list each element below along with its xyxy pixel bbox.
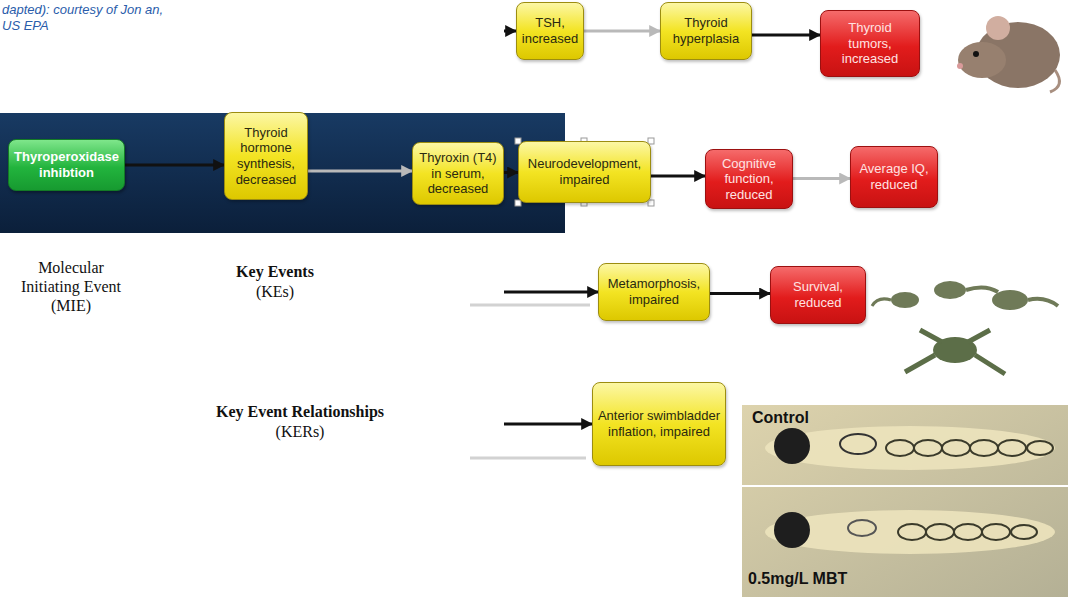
box-text-group: Neurodevelopment, impaired xyxy=(523,156,646,187)
adverse-outcome-box: Cognitive function, reduced xyxy=(705,149,793,209)
fish-photo xyxy=(742,405,1068,597)
box-label: Thyroid tumors, increased xyxy=(825,20,915,67)
arrow-connector xyxy=(308,170,412,173)
box-text-group: Anterior swimbladder inflation, impaired xyxy=(597,408,721,439)
box-label: Survival, reduced xyxy=(775,279,861,310)
key-event-box: Thyroid hyperplasia xyxy=(660,2,752,60)
photo-label: Control xyxy=(752,409,852,427)
box-label: Metamorphosis, impaired xyxy=(603,276,705,307)
adverse-outcome-box: Survival, reduced xyxy=(770,266,866,324)
faded-arrows xyxy=(470,305,590,458)
box-label: Neurodevelopment, impaired xyxy=(523,156,646,187)
arrow-connector xyxy=(504,423,592,426)
credit-note: dapted): courtesy of Jon an, US EPA xyxy=(2,2,182,35)
annotation-label: (KERs) xyxy=(185,422,415,441)
frog-illustration xyxy=(872,281,1058,374)
key-event-box: Metamorphosis, impaired xyxy=(598,263,710,321)
annotation-label: Molecular Initiating Event (MIE) xyxy=(12,258,130,316)
arrow-connector xyxy=(504,171,518,174)
navy-band xyxy=(0,113,565,233)
arrow-connector xyxy=(793,177,850,180)
box-label: Thyroperoxidase inhibtion xyxy=(13,149,120,180)
key-event-box: Thyroid hormone synthesis, decreased xyxy=(224,112,308,200)
box-text-group: Thyroid hormone synthesis, decreased xyxy=(229,125,303,187)
annotation-label: (KEs) xyxy=(215,282,335,301)
box-text-group: Thyroperoxidase inhibtion xyxy=(13,149,120,180)
rat-illustration xyxy=(957,16,1060,92)
box-label: Average IQ, reduced xyxy=(855,161,933,192)
box-text-group: Average IQ, reduced xyxy=(855,161,933,192)
box-label: Anterior swimbladder inflation, impaired xyxy=(597,408,721,439)
arrow-connector xyxy=(504,30,516,33)
box-text-group: Metamorphosis, impaired xyxy=(603,276,705,307)
initiating-event-box: Thyroperoxidase inhibtion xyxy=(8,139,125,191)
key-event-box: Neurodevelopment, impaired xyxy=(518,141,651,203)
box-text-group: Thyroid tumors, increased xyxy=(825,20,915,67)
arrow-connector xyxy=(125,164,224,167)
annotation-label: Key Event Relationships xyxy=(185,402,415,421)
key-event-box: Anterior swimbladder inflation, impaired xyxy=(592,382,726,466)
arrow-connector xyxy=(651,175,705,178)
box-label: Thyroid hormone synthesis, decreased xyxy=(229,125,303,187)
key-event-box: Thyroxin (T4) in serum, decreased xyxy=(412,142,504,205)
arrow-connector xyxy=(752,34,820,37)
key-event-box: TSH, increased xyxy=(516,2,584,60)
adverse-outcome-box: Thyroid tumors, increased xyxy=(820,10,920,77)
arrow-connector xyxy=(584,30,660,33)
adverse-outcome-box: Average IQ, reduced xyxy=(850,146,938,208)
box-text-group: Survival, reduced xyxy=(775,279,861,310)
box-text-group: TSH, increased xyxy=(521,15,579,46)
box-label: Cognitive function, reduced xyxy=(710,156,788,203)
box-label: Thyroid hyperplasia xyxy=(665,15,747,46)
annotation-label: Key Events xyxy=(215,262,335,281)
arrow-connector xyxy=(504,291,598,294)
box-label: Thyroxin (T4) in serum, decreased xyxy=(417,150,499,197)
box-label: TSH, increased xyxy=(521,15,579,46)
box-text-group: Thyroxin (T4) in serum, decreased xyxy=(417,150,499,197)
box-text-group: Cognitive function, reduced xyxy=(710,156,788,203)
box-text-group: Thyroid hyperplasia xyxy=(665,15,747,46)
arrow-connector xyxy=(710,292,770,295)
photo-label: 0.5mg/L MBT xyxy=(748,570,908,588)
